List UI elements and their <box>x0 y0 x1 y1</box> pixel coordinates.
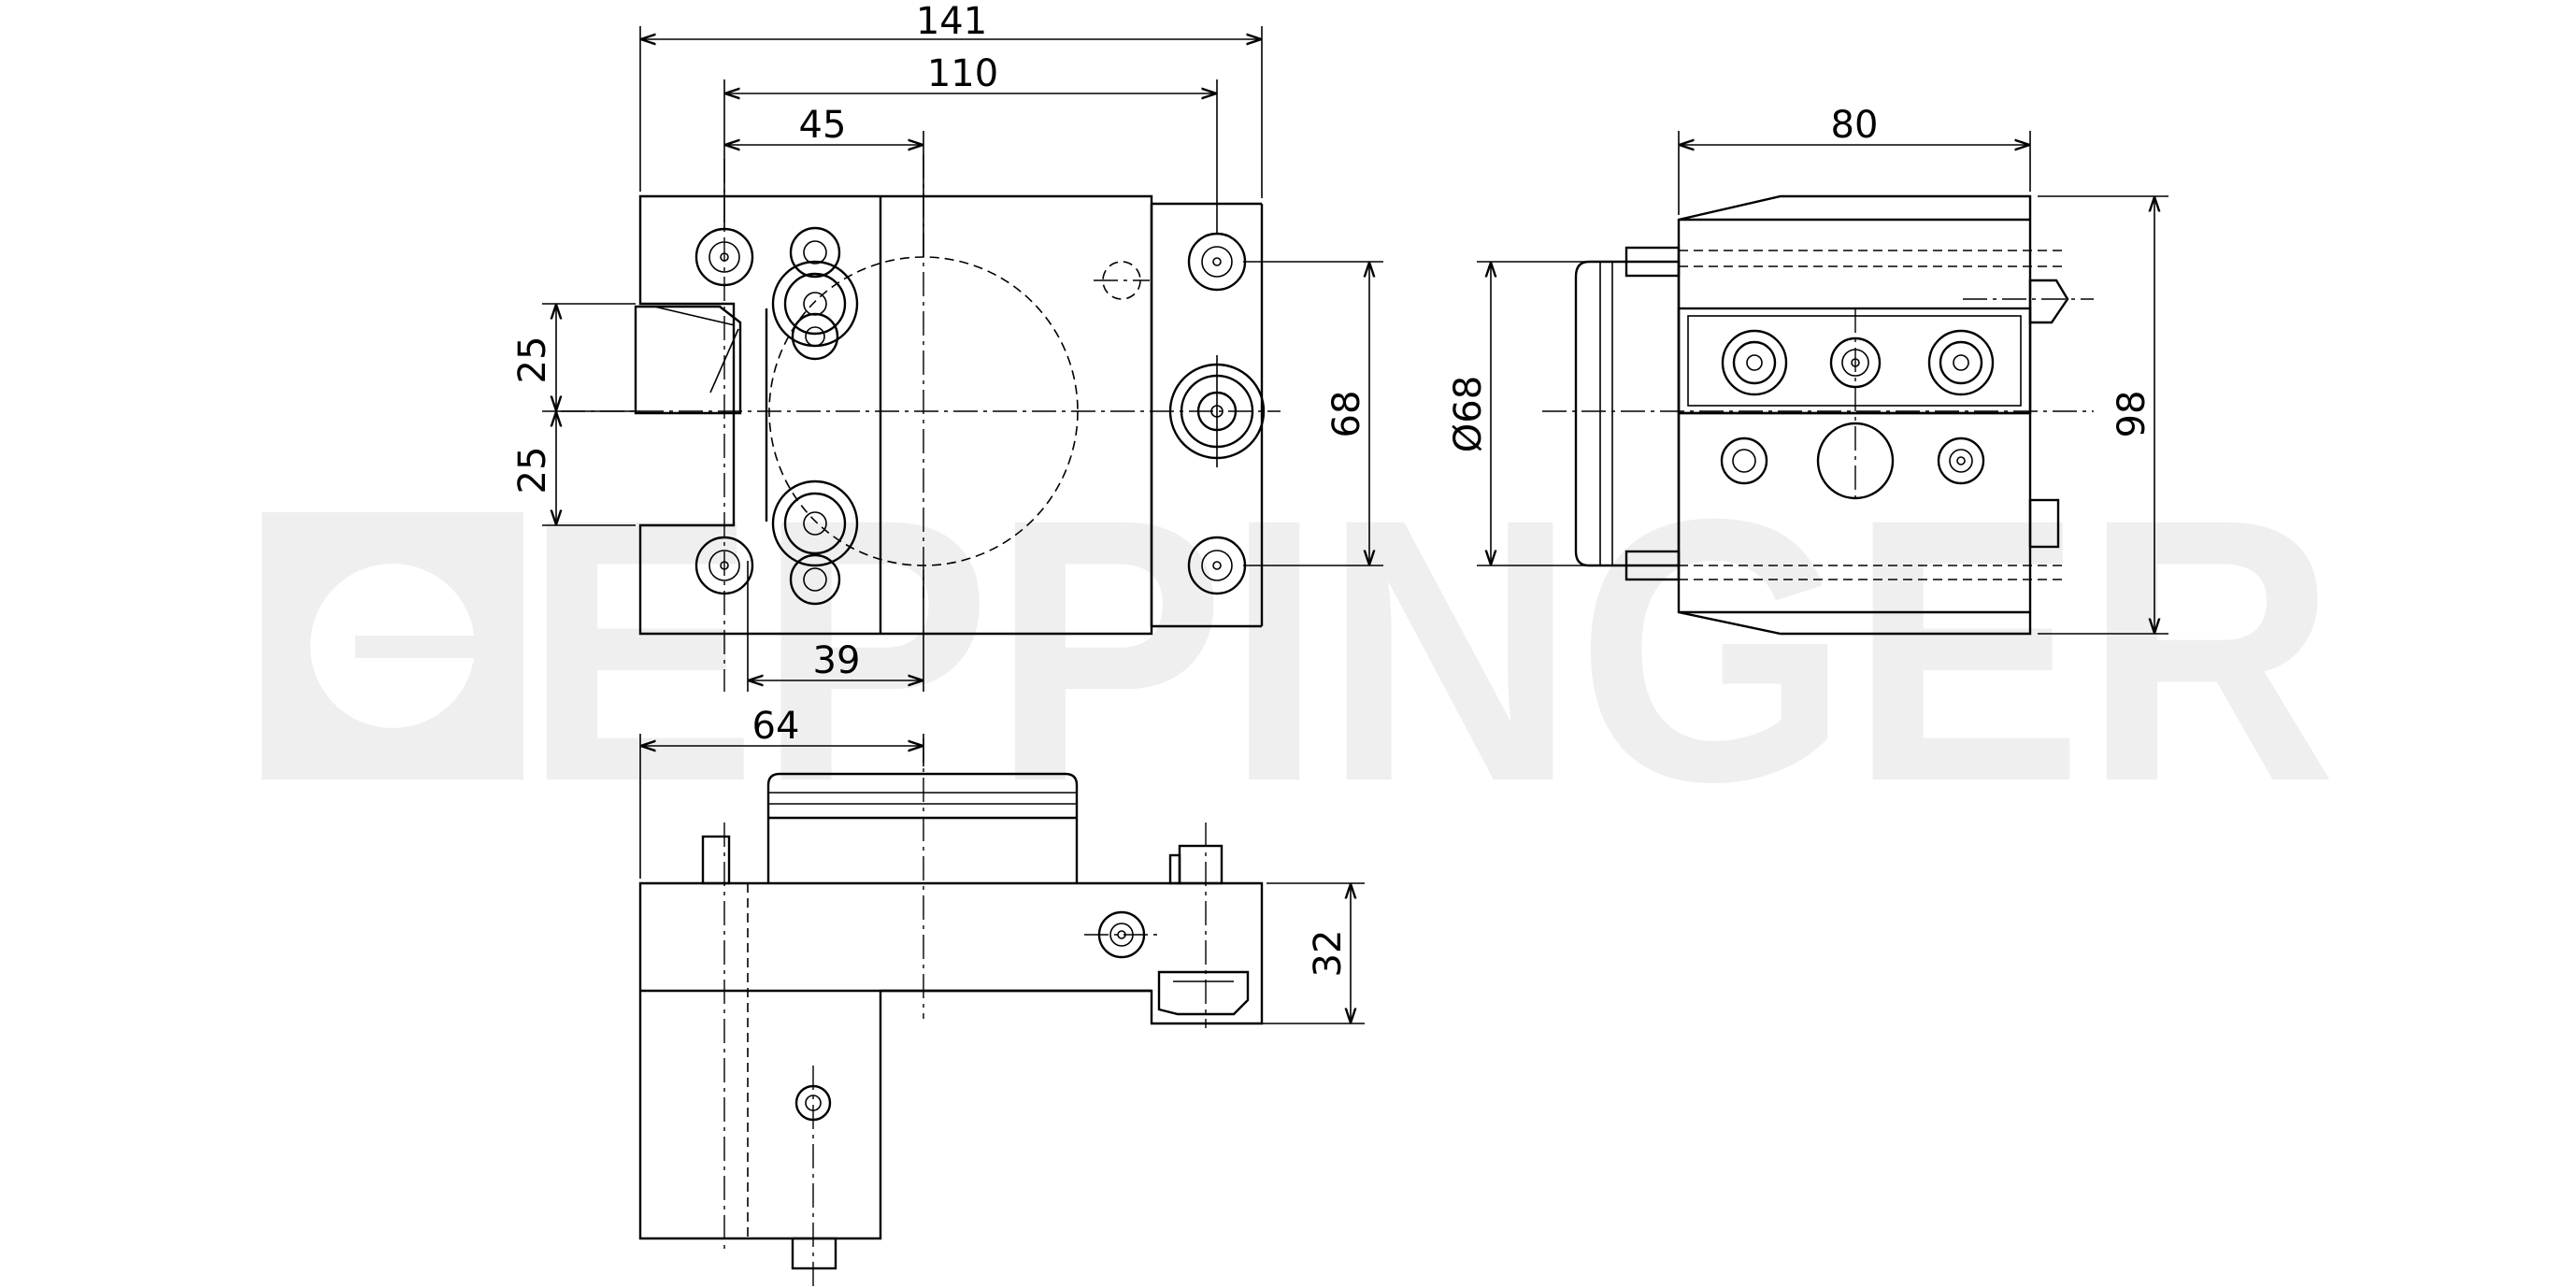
top-flange <box>766 772 1079 883</box>
dim-overall-height: 98 <box>2111 391 2154 438</box>
top-pin-bottom <box>791 1237 837 1270</box>
top-side-bracket <box>1157 970 1250 1016</box>
dim-overall-width: 141 <box>916 0 987 43</box>
side-view: 80 Ø68 98 <box>1447 104 2168 636</box>
clamp-wedge <box>634 305 742 415</box>
side-pin-right <box>2028 498 2060 549</box>
side-pin-upper <box>1624 246 1681 278</box>
drive-coupling-icon <box>1168 355 1266 467</box>
top-body-outline <box>638 881 1264 1240</box>
dim-center-offset: 45 <box>799 104 847 147</box>
side-clamp-band <box>1677 307 2032 415</box>
clamp-screw-upper-icon <box>771 226 859 361</box>
side-screw-icon <box>1927 329 1995 396</box>
corner-screw-icon <box>694 536 754 595</box>
front-view: 141 110 45 25 25 68 39 <box>511 0 1383 692</box>
side-lower-hole-icon <box>1720 436 1768 485</box>
dim-bottom-offset: 39 <box>813 639 861 682</box>
side-screw-icon <box>1721 329 1788 396</box>
side-center-bore <box>1816 422 1895 500</box>
top-pin-left <box>701 835 731 885</box>
side-lower-hole-icon <box>1937 436 1985 485</box>
dim-hole-spacing: 68 <box>1325 391 1368 438</box>
side-key-right <box>2028 279 2069 324</box>
clamp-screw-lower-icon <box>771 479 859 606</box>
top-view: 64 32 <box>638 705 1365 1288</box>
dim-upper-offset: 25 <box>511 336 554 384</box>
watermark-text: EPPINGER <box>523 441 2337 859</box>
eppinger-watermark: EPPINGER <box>262 441 2337 859</box>
dim-shank-diameter: Ø68 <box>1447 376 1490 452</box>
dim-bolt-spacing: 110 <box>927 52 998 95</box>
dim-front-offset: 64 <box>752 705 800 748</box>
dim-base-height: 32 <box>1307 930 1350 978</box>
dim-side-length: 80 <box>1831 104 1879 147</box>
dim-lower-offset: 25 <box>511 447 554 494</box>
corner-screw-icon <box>1187 232 1247 292</box>
side-screw-icon <box>1829 336 1882 389</box>
